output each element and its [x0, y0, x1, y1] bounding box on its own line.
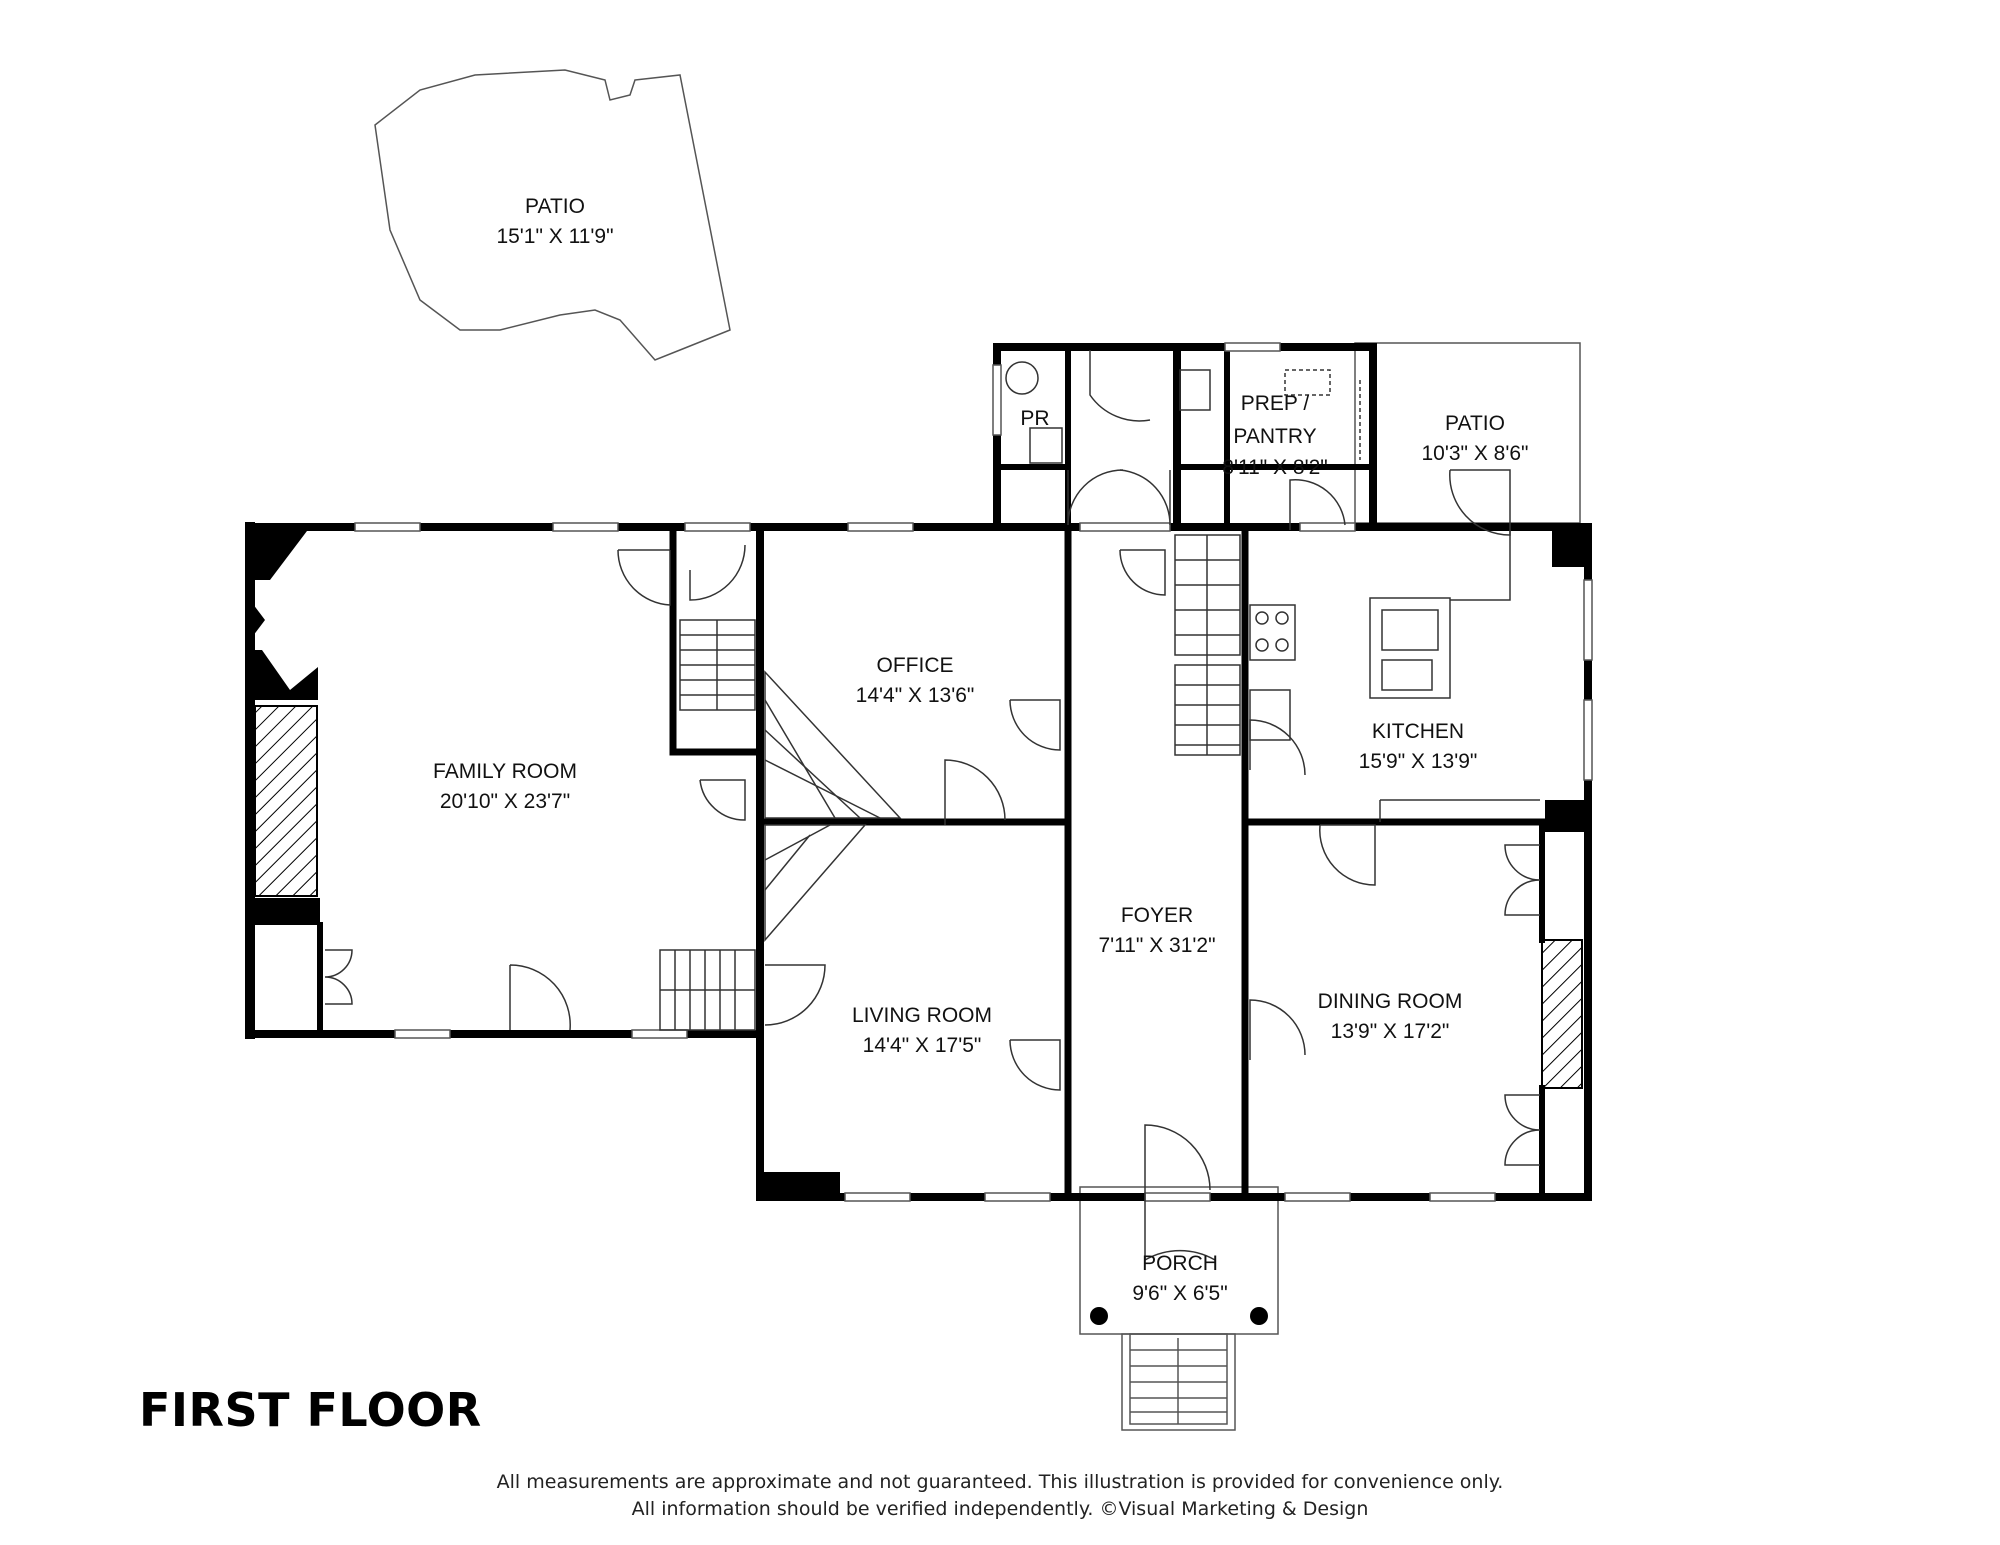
floor-title: FIRST FLOOR — [139, 1383, 482, 1437]
office-dims: 14'4" X 13'6" — [856, 684, 975, 707]
patio-right-dims: 10'3" X 8'6" — [1422, 442, 1529, 465]
dining-room-name: DINING ROOM — [1318, 990, 1463, 1013]
family-room-name: FAMILY ROOM — [433, 760, 577, 783]
pr-name: PR — [1020, 407, 1049, 430]
wall-blocks — [250, 527, 1588, 1197]
patio-top-dims: 15'1" X 11'9" — [496, 225, 613, 248]
porch-steps — [1121, 1333, 1236, 1431]
disclaimer-line-2: All information should be verified indep… — [631, 1498, 1369, 1520]
foyer-dims: 7'11" X 31'2" — [1098, 934, 1215, 957]
prep-dims: 8'11" X 8'2" — [1222, 456, 1327, 479]
patio-top-name: PATIO — [525, 195, 585, 218]
disclaimer: All measurements are approximate and not… — [0, 1469, 2000, 1523]
kitchen-dims: 15'9" X 13'9" — [1359, 750, 1478, 773]
living-room-dims: 14'4" X 17'5" — [863, 1034, 982, 1057]
kitchen-name: KITCHEN — [1372, 720, 1464, 743]
disclaimer-line-1: All measurements are approximate and not… — [496, 1471, 1504, 1493]
prep-name-1: PREP / — [1241, 392, 1310, 415]
doors — [324, 350, 1541, 1262]
dining-fireplace — [1541, 939, 1583, 1089]
stairs — [659, 534, 1241, 1031]
foyer-name: FOYER — [1121, 904, 1193, 927]
office-name: OFFICE — [877, 654, 954, 677]
porch-column-right — [1250, 1307, 1268, 1325]
kitchen-fixtures — [1249, 597, 1540, 822]
windows — [354, 342, 1593, 1202]
porch-name: PORCH — [1142, 1252, 1218, 1275]
family-room-dims: 20'10" X 23'7" — [440, 790, 570, 813]
dining-room-dims: 13'9" X 17'2" — [1331, 1020, 1450, 1043]
porch-dims: 9'6" X 6'5" — [1132, 1282, 1227, 1305]
prep-name-2: PANTRY — [1233, 425, 1316, 448]
living-room-name: LIVING ROOM — [852, 1004, 992, 1027]
patio-right-name: PATIO — [1445, 412, 1505, 435]
patio-outline — [374, 69, 731, 361]
family-fireplace — [254, 705, 318, 897]
porch-column-left — [1090, 1307, 1108, 1325]
rear-fixtures — [1005, 361, 1361, 464]
